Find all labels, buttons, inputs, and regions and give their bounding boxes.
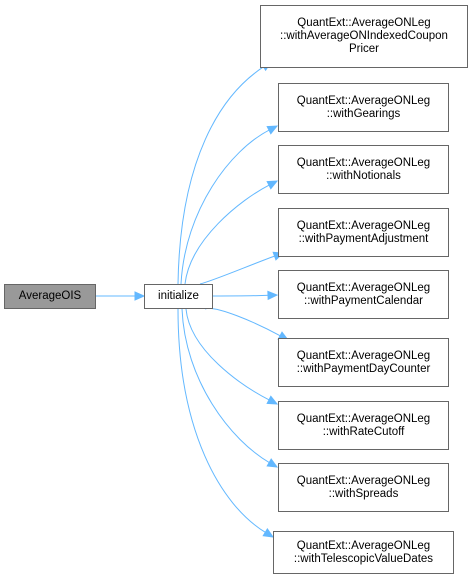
edge-initialize-to-with-gearings-arrow [266,125,279,135]
edge-initialize-to-with-gearings [180,129,271,285]
node-with-average-on-indexed-coupon-pricer[interactable]: QuantExt::AverageONLeg::withAverageONInd… [260,5,468,68]
node-with-notionals[interactable]: QuantExt::AverageONLeg::withNotionals [278,145,449,194]
node-with-spreads-line: QuantExt::AverageONLeg [296,474,431,487]
edge-initialize-to-with-spreads [181,308,271,464]
edge-initialize-to-with-telescopic-value-dates [177,308,267,534]
node-with-spreads-line: ::withSpreads [328,487,399,500]
node-with-gearings[interactable]: QuantExt::AverageONLeg::withGearings [278,83,449,132]
edge-initialize-to-with-notionals [184,184,271,285]
node-with-gearings-line: ::withGearings [326,107,401,120]
edge-initialize-to-with-payment-calendar-arrow [267,290,279,301]
node-with-rate-cutoff-line: ::withRateCutoff [322,425,405,438]
node-with-payment-adjustment-line: ::withPaymentAdjustment [298,232,429,245]
node-with-telescopic-value-dates-line: QuantExt::AverageONLeg [296,539,431,552]
node-with-average-on-indexed-coupon-pricer-line: ::withAverageONIndexedCoupon [280,30,448,42]
node-with-payment-calendar-line: ::withPaymentCalendar [304,294,423,307]
node-with-notionals-line: QuantExt::AverageONLeg [296,156,431,169]
node-with-telescopic-value-dates-line: ::withTelescopicValueDates [293,552,434,565]
edge-initialize-to-with-rate-cutoff [185,308,271,401]
node-initialize[interactable]: initialize [144,284,213,309]
edge-initialize-to-with-spreads-arrow [266,458,279,468]
edge-initialize-to-with-payment-day-counter [204,307,282,337]
edge-initialize-to-with-telescopic-value-dates-arrow [262,528,275,538]
node-with-gearings-line: QuantExt::AverageONLeg [296,94,431,107]
node-averageois-label: AverageOIS [18,290,82,302]
node-with-payment-calendar[interactable]: QuantExt::AverageONLeg::withPaymentCalen… [278,270,449,319]
node-with-payment-adjustment[interactable]: QuantExt::AverageONLeg::withPaymentAdjus… [278,208,449,257]
node-with-payment-day-counter-line: QuantExt::AverageONLeg [296,349,431,362]
edge-initialize-to-with-payment-adjustment [199,255,276,285]
edge-initialize-to-with-average-on-indexed-coupon-pricer [177,65,265,285]
edge-initialize-to-with-payment-calendar [212,294,270,297]
node-with-telescopic-value-dates[interactable]: QuantExt::AverageONLeg::withTelescopicVa… [273,531,454,574]
node-with-payment-day-counter-line: ::withPaymentDayCounter [296,362,431,375]
node-with-spreads[interactable]: QuantExt::AverageONLeg::withSpreads [278,463,449,512]
node-with-rate-cutoff-line: QuantExt::AverageONLeg [296,412,431,425]
node-with-rate-cutoff[interactable]: QuantExt::AverageONLeg::withRateCutoff [278,401,449,450]
edge-averageois-to-initialize-arrow [134,291,146,301]
node-with-payment-calendar-line: QuantExt::AverageONLeg [296,281,431,294]
node-with-average-on-indexed-coupon-pricer-line: QuantExt::AverageONLeg [297,17,431,29]
node-averageois: AverageOIS [4,284,96,309]
node-with-notionals-line: ::withNotionals [326,169,401,182]
node-initialize-label: initialize [158,290,199,302]
node-with-payment-adjustment-line: QuantExt::AverageONLeg [296,219,431,232]
node-with-payment-day-counter[interactable]: QuantExt::AverageONLeg::withPaymentDayCo… [278,338,449,387]
edge-initialize-to-with-rate-cutoff-arrow [266,395,279,405]
node-with-average-on-indexed-coupon-pricer-line: Pricer [348,43,380,55]
edge-initialize-to-with-notionals-arrow [266,180,279,190]
